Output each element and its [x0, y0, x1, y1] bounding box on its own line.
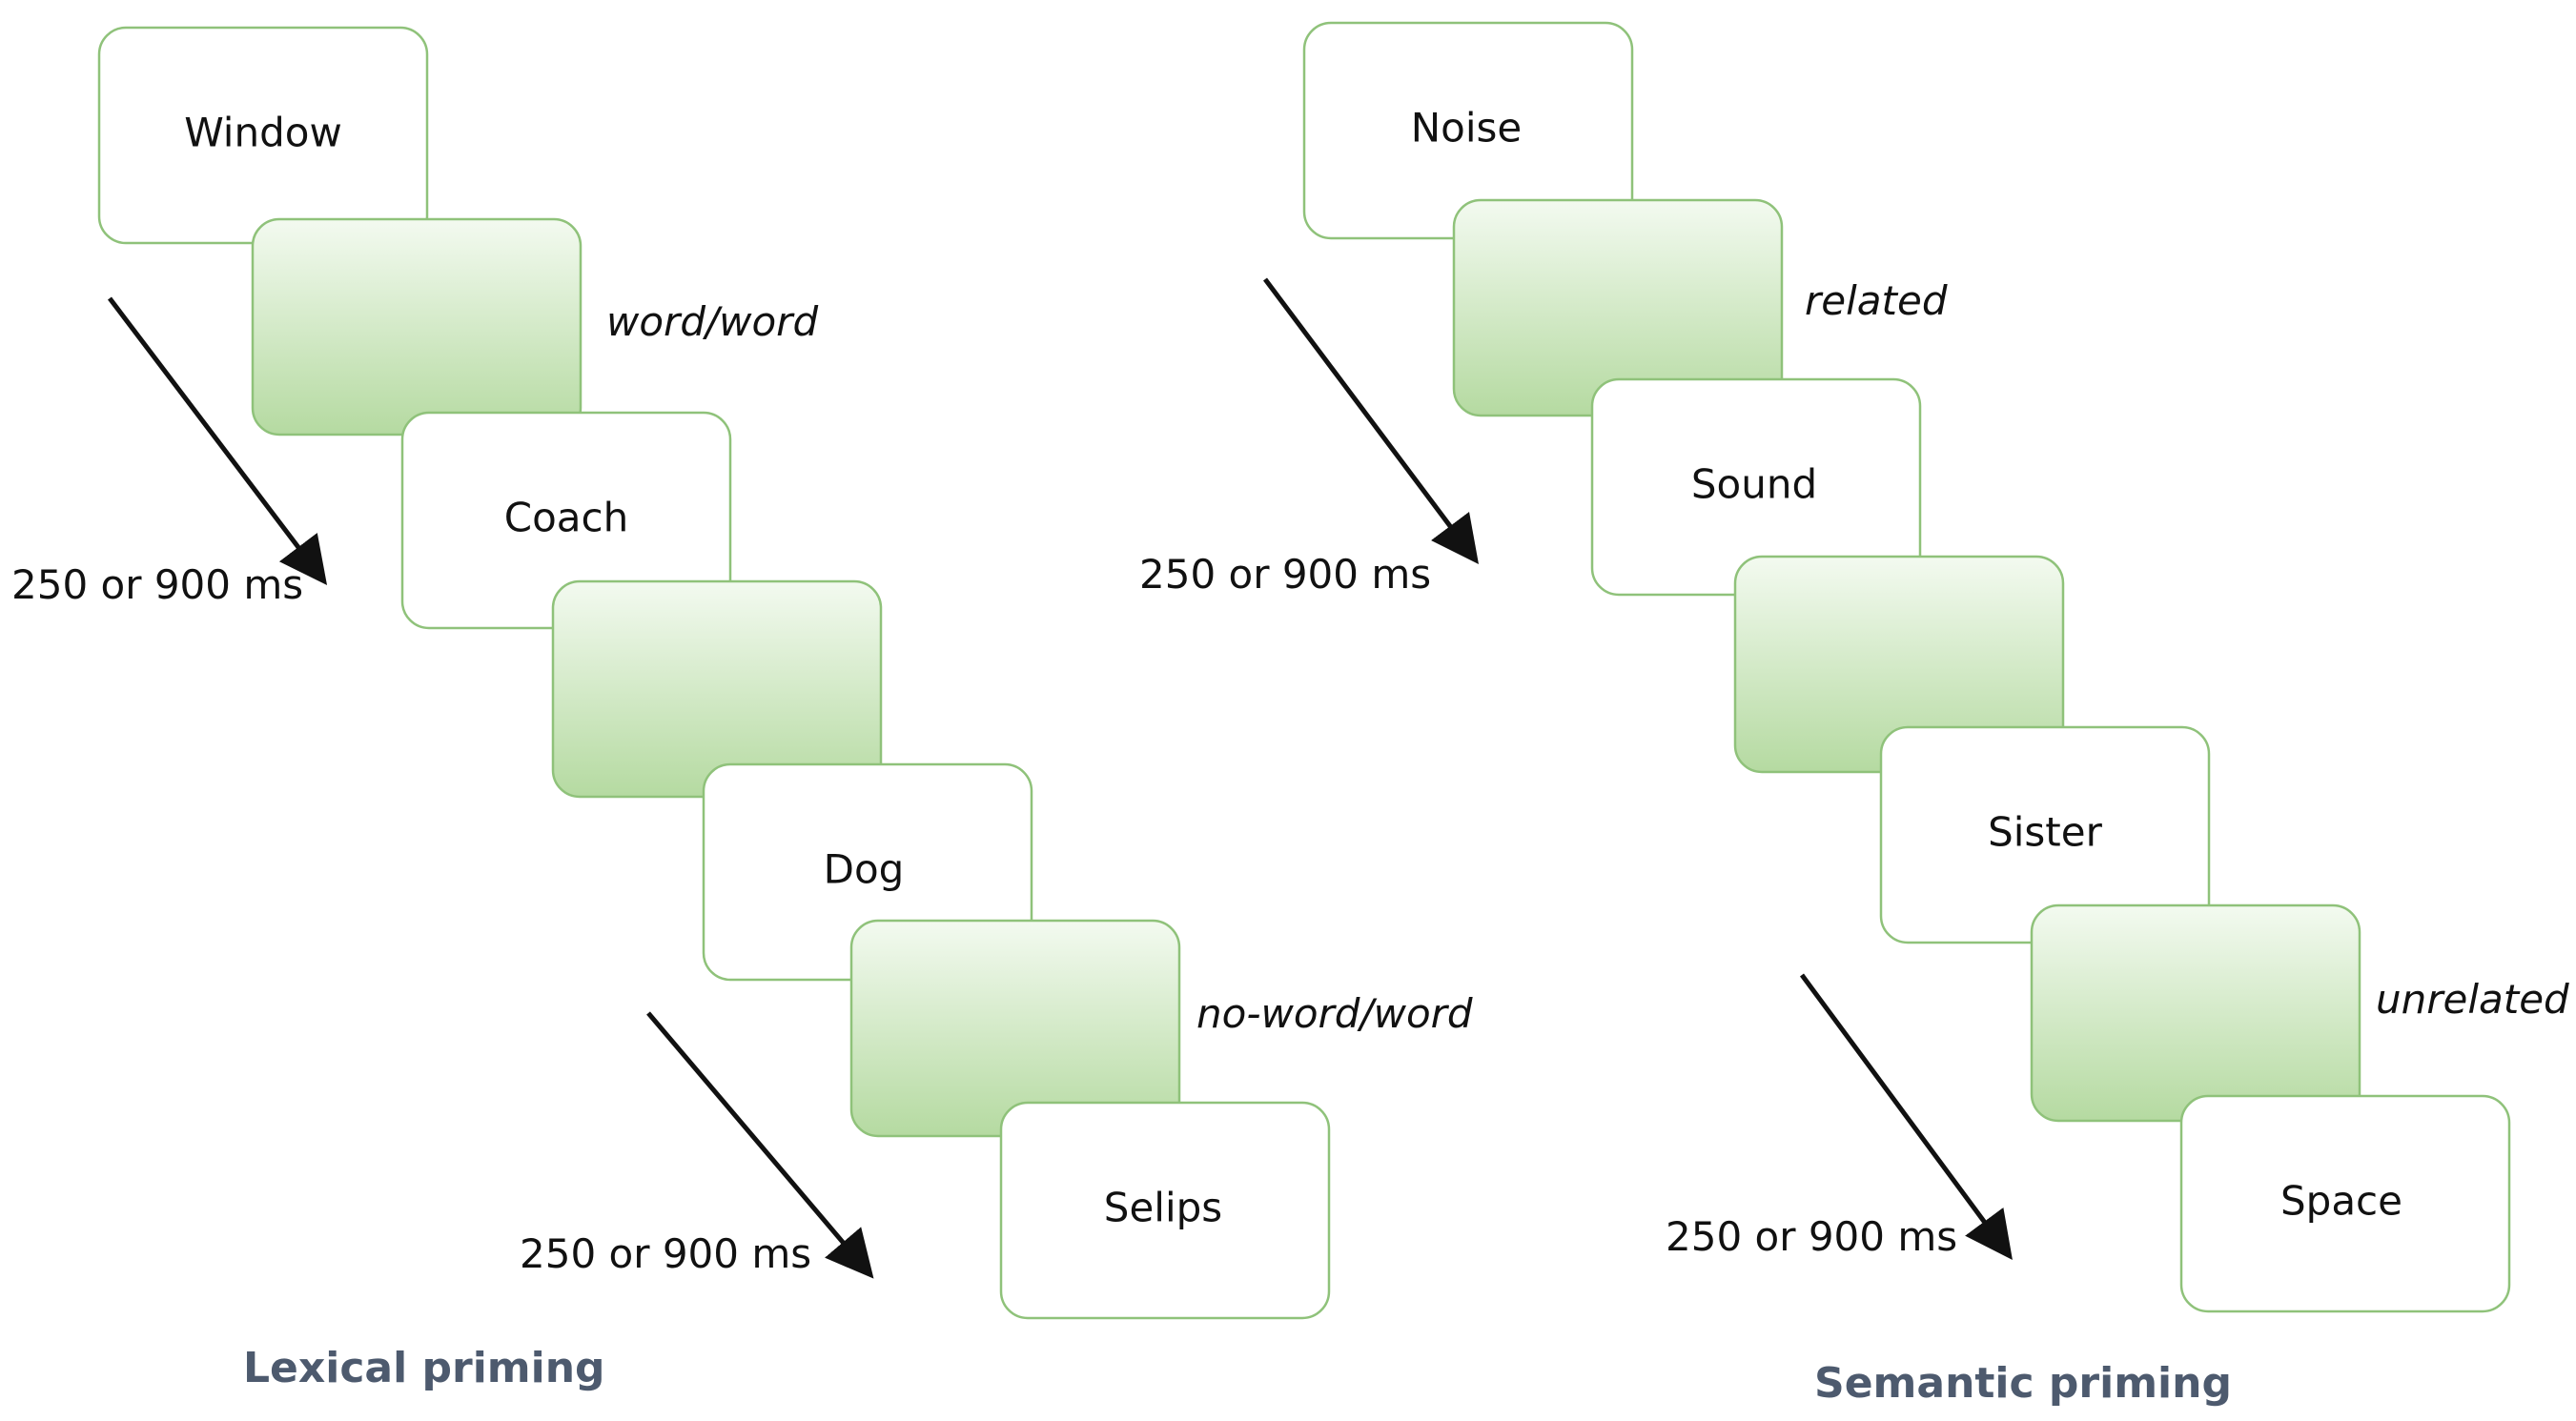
lexical-word-3: Dog — [824, 846, 905, 893]
semantic-timing-top: 250 or 900 ms — [1139, 551, 1431, 598]
semantic-word-3: Sister — [1988, 809, 2103, 856]
semantic-arrow-bottom — [1799, 973, 2013, 1261]
lexical-word-1: Window — [184, 110, 342, 156]
semantic-caption: Semantic priming — [1814, 1359, 2232, 1408]
semantic-mask-box-3 — [2030, 903, 2361, 1123]
lexical-timing-top: 250 or 900 ms — [11, 561, 303, 608]
lexical-arrow-bottom — [646, 1011, 874, 1279]
lexical-mask-box-1 — [251, 217, 583, 436]
lexical-condition-top: word/word — [606, 298, 818, 345]
semantic-priming-sequence: Noise Sound Sister Space related unrelat… — [1139, 21, 2569, 1408]
semantic-condition-bottom: unrelated — [2376, 976, 2569, 1023]
lexical-timing-bottom: 250 or 900 ms — [520, 1230, 811, 1277]
lexical-arrow-top — [108, 296, 328, 585]
lexical-caption: Lexical priming — [243, 1344, 605, 1392]
lexical-priming-sequence: Window Coach Dog Selips word/word no-wor… — [11, 26, 1473, 1392]
semantic-arrow-top — [1262, 277, 1479, 565]
semantic-word-box-4 — [2179, 1094, 2511, 1313]
semantic-timing-bottom: 250 or 900 ms — [1666, 1213, 1957, 1260]
semantic-word-4: Space — [2280, 1178, 2402, 1225]
semantic-word-2: Sound — [1691, 461, 1817, 508]
lexical-word-4: Selips — [1104, 1185, 1222, 1231]
semantic-word-1: Noise — [1411, 105, 1523, 152]
lexical-word-box-4 — [999, 1101, 1331, 1320]
lexical-condition-bottom: no-word/word — [1196, 990, 1473, 1037]
semantic-condition-top: related — [1805, 277, 1948, 324]
lexical-word-2: Coach — [504, 495, 628, 541]
